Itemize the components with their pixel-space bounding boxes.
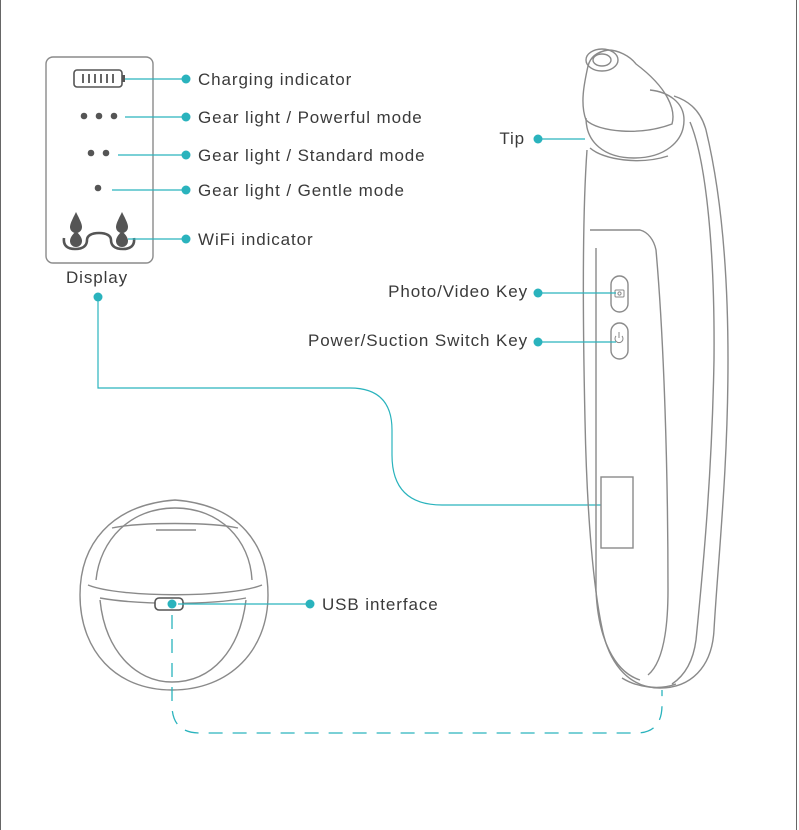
dashed-connection-line [171,615,663,734]
marker-standard [181,150,191,160]
marker-photo-key [533,288,543,298]
display-connector-line [97,297,612,506]
standard-mode-label: Gear light / Standard mode [198,146,426,165]
wifi-indicator-label: WiFi indicator [198,230,314,249]
power-suction-key-label: Power/Suction Switch Key [307,331,528,350]
power-suction-key [610,322,629,360]
bottom-view-illustration [79,499,269,691]
powerful-mode-label: Gear light / Powerful mode [198,108,423,127]
photo-video-key [610,275,629,313]
marker-usb-left [167,599,177,609]
marker-power-key [533,337,543,347]
device-illustration [582,48,729,689]
usb-interface-label: USB interface [322,595,439,614]
marker-usb [305,599,315,609]
marker-gentle [181,185,191,195]
battery-icon [73,69,125,88]
marker-powerful [181,112,191,122]
gentle-mode-label: Gear light / Gentle mode [198,181,405,200]
display-panel-box [45,56,154,264]
charging-indicator-label: Charging indicator [198,70,353,89]
device-screen [600,476,634,549]
marker-wifi [181,234,191,244]
marker-display [93,292,103,302]
photo-video-key-label: Photo/Video Key [388,282,528,301]
tip-label: Tip [499,129,525,148]
wifi-drops-icon [62,212,136,251]
three-dots-icon [80,112,118,120]
marker-tip [533,134,543,144]
marker-charging [181,74,191,84]
one-dot-icon [94,184,102,192]
display-title: Display [66,268,129,287]
two-dots-icon [87,149,110,157]
power-icon [614,332,624,344]
